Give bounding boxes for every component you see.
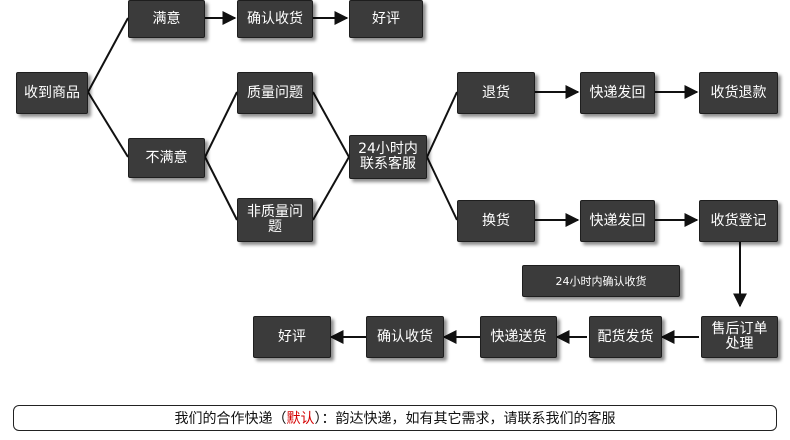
node-ship-back-2: 快递发回 [580,200,655,242]
node-good-review-bottom: 好评 [253,316,331,358]
line-quality-service [312,91,350,158]
node-contact-service: 24小时内 联系客服 [349,135,427,179]
line-receive-unsatisfied [87,91,129,158]
node-after-sale: 售后订单 处理 [701,316,778,358]
node-confirm-receipt-bottom: 确认收货 [366,316,444,358]
node-unsatisfied: 不满意 [128,138,205,178]
line-service-exchange [426,156,458,221]
node-confirm-receipt-top: 确认收货 [237,0,313,38]
node-register-receipt: 收货登记 [699,200,778,242]
courier-note-suffix: ）：韵达快递，如有其它需求，请联系我们的客服 [314,411,616,427]
node-good-review-top: 好评 [349,0,423,38]
node-ship-back-1: 快递发回 [580,72,655,114]
node-return: 退货 [457,72,535,114]
line-service-return [426,91,458,158]
node-refund: 收货退款 [699,72,778,114]
node-non-quality-issue: 非质量问 题 [237,198,313,242]
courier-note-prefix: 我们的合作快递（ [174,411,287,427]
node-dispatch: 配货发货 [589,316,662,358]
line-receive-satisfied [87,17,129,93]
node-satisfied: 满意 [128,0,205,38]
node-courier-delivery: 快递送货 [480,316,557,358]
line-unsatisfied-quality [204,91,238,158]
courier-note-default: 默认 [286,411,315,427]
node-exchange: 换货 [457,200,535,242]
node-quality-issue: 质量问题 [237,72,313,114]
node-receive-goods: 收到商品 [16,72,88,114]
note-24h-confirm: 24小时内确认收货 [522,265,680,297]
line-nonquality-service [312,156,350,221]
courier-note: 我们的合作快递（默认）：韵达快递，如有其它需求，请联系我们的客服 [13,405,777,431]
line-unsatisfied-nonquality [204,156,238,221]
